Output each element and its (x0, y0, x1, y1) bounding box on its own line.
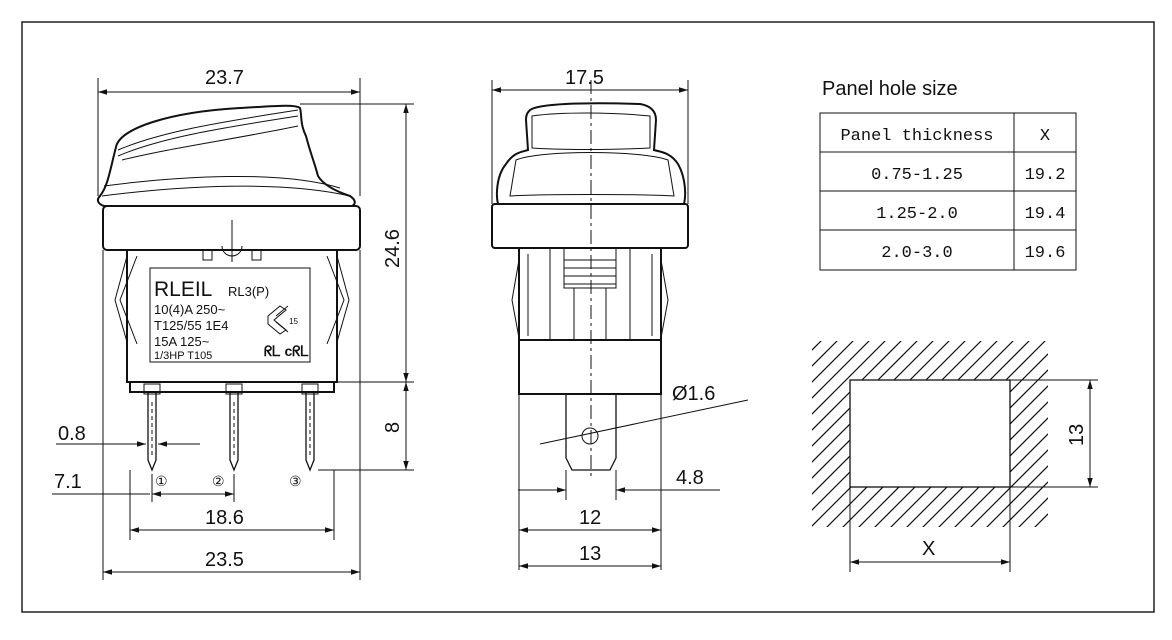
hatch-line (947, 341, 1048, 527)
dim-pin-span: 18.6 (205, 507, 244, 529)
hatch-line (812, 341, 865, 527)
dim-pin-offset: 7.1 (54, 471, 82, 493)
label-ul-mark: ᖇᒪ cᖇᒪ (264, 343, 309, 359)
table-cell-r1c2: 19.2 (1025, 166, 1066, 185)
label-brand: RLEIL (154, 278, 212, 301)
side-view: 17.5 Ø1.6 4.8 12 13 (491, 67, 749, 570)
dim-body-13: 13 (579, 543, 601, 565)
panel-hole-table: Panel hole size Panel thickness X 0.75-1… (819, 78, 1077, 271)
table-cell-r2c2: 19.4 (1025, 205, 1066, 224)
panel-hole-title: Panel hole size (822, 78, 958, 100)
hatch-line (812, 341, 913, 527)
label-rating-1: 10(4)A 250~ (154, 302, 226, 317)
hatch-line (931, 341, 1048, 527)
hatch-line (835, 341, 1048, 527)
pin-3-label: ③ (289, 473, 302, 489)
pin-1-label: ① (155, 473, 168, 489)
hatch-line (1011, 341, 1048, 527)
dim-height: 24.6 (382, 229, 404, 268)
front-view: RLEIL RL3(P) 10(4)A 250~ T125/55 1E4 15A… (52, 67, 414, 580)
table-cell-r1c1: 0.75-1.25 (871, 166, 963, 185)
hatch-line (1043, 341, 1048, 527)
hatch-line (812, 341, 833, 527)
hatch-line (819, 341, 1041, 527)
hatch-line (812, 341, 1009, 527)
label-cert-mark: 15 (289, 317, 298, 326)
hatch-line (867, 341, 1048, 527)
hatch-line (851, 341, 1048, 527)
dim-base-width: 23.5 (205, 549, 244, 571)
hatch-line (979, 341, 1048, 527)
table-cell-r3c2: 19.6 (1025, 244, 1066, 263)
dim-hole-dia: Ø1.6 (672, 383, 715, 405)
hatch-line (1027, 341, 1048, 527)
dim-top-width: 23.7 (205, 67, 244, 89)
label-model: RL3(P) (228, 284, 269, 299)
label-rating-2: T125/55 1E4 (154, 318, 228, 333)
dim-panel-x: X (922, 538, 935, 560)
hatch-line (812, 341, 881, 527)
hatch-line (580, 330, 800, 550)
table-cell-r3c1: 2.0-3.0 (881, 244, 952, 263)
label-rating-4: 1/3HP T105 (154, 350, 212, 362)
dim-pin-length: 8 (382, 422, 404, 433)
table-cell-r2c1: 1.25-2.0 (876, 205, 958, 224)
ce-mark-icon (267, 305, 289, 335)
hatch-line (915, 341, 1048, 527)
hatch-line (812, 341, 1025, 527)
hatch-line (812, 341, 945, 527)
hatch-line (995, 341, 1048, 527)
pin-2-label: ② (212, 473, 225, 489)
panel-cutout: 13 X (580, 330, 1172, 572)
dim-body-12: 12 (579, 507, 601, 529)
hatch-line (1092, 330, 1172, 550)
dim-tab-width: 4.8 (676, 467, 704, 489)
pins (143, 383, 319, 472)
dim-panel-height: 13 (1066, 424, 1088, 446)
dim-side-width: 17.5 (565, 67, 604, 89)
hatch-line (963, 341, 1048, 527)
hatch-line (812, 341, 817, 527)
hatch-line (812, 341, 977, 527)
table-header-x: X (1040, 127, 1050, 146)
drawing-frame (21, 21, 1155, 613)
label-rating-3: 15A 125~ (154, 334, 210, 349)
hatch-line (812, 341, 993, 527)
dim-pin-thickness: 0.8 (58, 423, 86, 445)
hatch-line (812, 341, 897, 527)
table-header-thickness: Panel thickness (840, 127, 993, 146)
hatch-line (812, 341, 929, 527)
